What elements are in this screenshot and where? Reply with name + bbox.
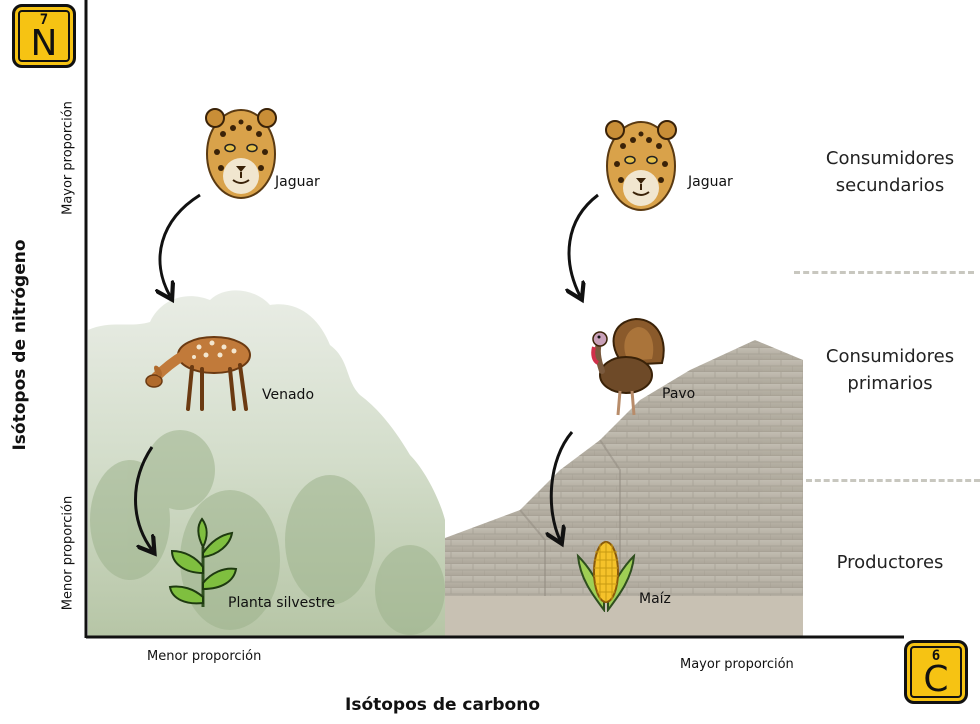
turkey-icon — [591, 317, 665, 416]
trophic-level-producers: Productores — [836, 552, 944, 573]
carbon-symbol: C — [923, 659, 949, 700]
jaguar-icon — [605, 120, 677, 211]
arrow-deer-to-jaguar-left — [160, 193, 201, 296]
carbon-atomic-number: 6 — [931, 648, 941, 664]
turkey-label: Pavo — [662, 386, 696, 402]
nitrogen-symbol: N — [30, 23, 58, 64]
level-divider-lower — [806, 479, 980, 482]
right-jaguar-label: Jaguar — [688, 174, 733, 190]
trophic-level-primary: Consumidores primarios — [825, 346, 955, 394]
x-axis-title: Isótopos de carbono — [345, 695, 540, 715]
deer-label: Venado — [262, 387, 315, 403]
trophic-level-secondary: Consumidores secundarios — [825, 148, 955, 196]
plant-icon — [168, 517, 238, 607]
nitrogen-atomic-number: 7 — [39, 12, 49, 28]
jaguar-icon — [205, 108, 277, 199]
plant-label: Planta silvestre — [228, 595, 336, 611]
corn-icon — [576, 541, 636, 612]
arrow-turkey-to-jaguar-right — [569, 193, 599, 296]
corn-label: Maíz — [639, 591, 671, 607]
arrow-corn-to-turkey-right — [551, 431, 574, 540]
level-divider-upper — [794, 271, 974, 274]
left-jaguar-label: Jaguar — [275, 174, 320, 190]
nitrogen-element-box: 7 N — [12, 4, 76, 68]
pyramid-background — [445, 340, 803, 636]
carbon-element-box: 6 C — [904, 640, 968, 704]
deer-icon — [145, 336, 251, 411]
arrow-plant-to-deer-left — [134, 446, 153, 550]
x-axis-low-label: Menor proporción — [147, 649, 262, 664]
x-axis-high-label: Mayor proporción — [680, 657, 794, 672]
rainforest-background — [88, 290, 445, 636]
